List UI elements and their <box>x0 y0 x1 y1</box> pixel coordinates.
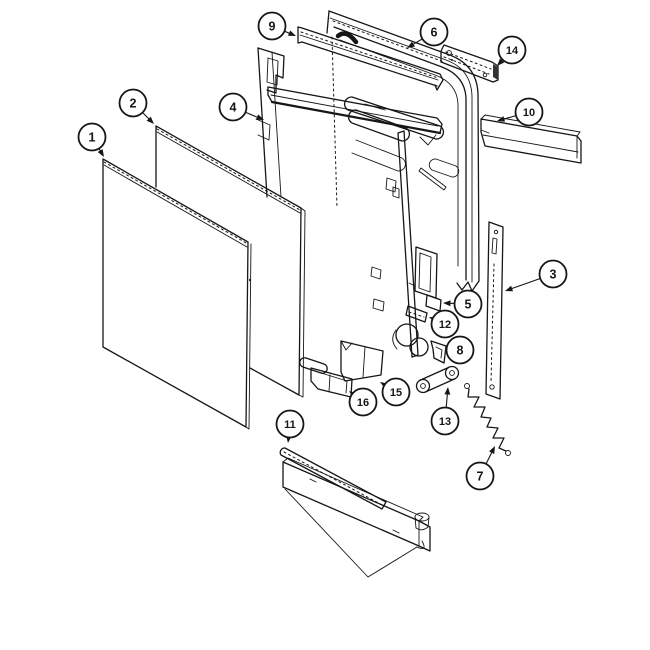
middle-door-panel <box>155 125 306 398</box>
callout-number-15: 15 <box>390 387 402 399</box>
callout-number-2: 2 <box>130 97 137 111</box>
latch-assembly <box>392 305 447 364</box>
callout-number-1: 1 <box>89 131 96 145</box>
arrowhead-7 <box>489 446 495 455</box>
callout-circle-16 <box>348 387 378 417</box>
arrowhead-4 <box>255 114 264 120</box>
callout-1: 1 <box>77 122 107 157</box>
arrowhead-2 <box>146 116 154 124</box>
callout-11: 11 <box>275 409 305 443</box>
callout-number-7: 7 <box>477 470 484 484</box>
callout-4: 4 <box>218 92 264 122</box>
callout-circle-2 <box>118 88 148 118</box>
arrowhead-13 <box>444 387 451 395</box>
top-trim-strip <box>297 26 444 91</box>
callout-circle-4 <box>218 92 248 122</box>
callout-number-12: 12 <box>439 319 451 331</box>
callout-number-16: 16 <box>357 397 369 409</box>
callout-circle-3 <box>538 259 568 289</box>
callout-number-13: 13 <box>439 416 451 428</box>
callout-5: 5 <box>443 289 483 319</box>
callout-circle-5 <box>453 289 483 319</box>
arrowhead-6 <box>407 41 415 48</box>
callout-circle-9 <box>257 11 287 41</box>
callout-12: 12 <box>429 309 460 339</box>
callout-number-9: 9 <box>269 20 276 34</box>
upper-brace-bar <box>267 86 443 135</box>
callout-9: 9 <box>257 11 296 41</box>
control-insert <box>440 44 499 83</box>
callout-circle-8 <box>445 335 475 365</box>
callout-16: 16 <box>348 387 378 417</box>
callout-number-5: 5 <box>465 298 472 312</box>
arrowhead-3 <box>505 285 514 292</box>
handle-recess <box>344 96 460 178</box>
arrowhead-5 <box>443 300 451 307</box>
arrowhead-10 <box>497 116 506 122</box>
outer-door-panel <box>102 158 252 430</box>
bracket-tray <box>299 357 353 398</box>
callout-number-10: 10 <box>523 107 535 119</box>
callout-number-11: 11 <box>284 419 296 431</box>
callout-circle-11 <box>275 409 305 439</box>
callout-number-6: 6 <box>431 26 438 40</box>
callout-3: 3 <box>505 259 568 292</box>
callout-number-4: 4 <box>230 101 237 115</box>
arrowhead-1 <box>97 149 104 157</box>
callout-10: 10 <box>497 97 544 127</box>
door-frame <box>326 10 480 292</box>
leader-line-3 <box>508 277 541 291</box>
arrowhead-14 <box>497 58 505 66</box>
hinge-roller <box>415 365 460 394</box>
callout-circle-12 <box>430 309 460 339</box>
access-panel <box>279 447 431 578</box>
callout-circle-6 <box>419 17 449 47</box>
callout-circle-1 <box>77 122 107 152</box>
callout-circle-14 <box>497 35 527 65</box>
callout-circle-15 <box>381 377 411 407</box>
callout-number-3: 3 <box>550 268 557 282</box>
callout-number-14: 14 <box>506 45 519 57</box>
mounting-plate <box>340 340 384 382</box>
callout-15: 15 <box>380 377 411 407</box>
callout-13: 13 <box>430 387 460 436</box>
inner-door-panel <box>255 47 447 358</box>
callout-7: 7 <box>465 446 495 491</box>
arrowhead-9 <box>287 30 296 36</box>
callout-6: 6 <box>407 17 449 48</box>
door-spring <box>464 383 511 456</box>
callout-circle-13 <box>430 406 460 436</box>
side-trim-strip <box>485 221 504 400</box>
speck <box>248 278 252 282</box>
callout-number-8: 8 <box>457 344 464 358</box>
callout-2: 2 <box>118 88 154 124</box>
callout-circle-7 <box>465 461 495 491</box>
callout-14: 14 <box>497 35 527 66</box>
callout-circle-10 <box>514 97 544 127</box>
callout-8: 8 <box>445 335 475 365</box>
